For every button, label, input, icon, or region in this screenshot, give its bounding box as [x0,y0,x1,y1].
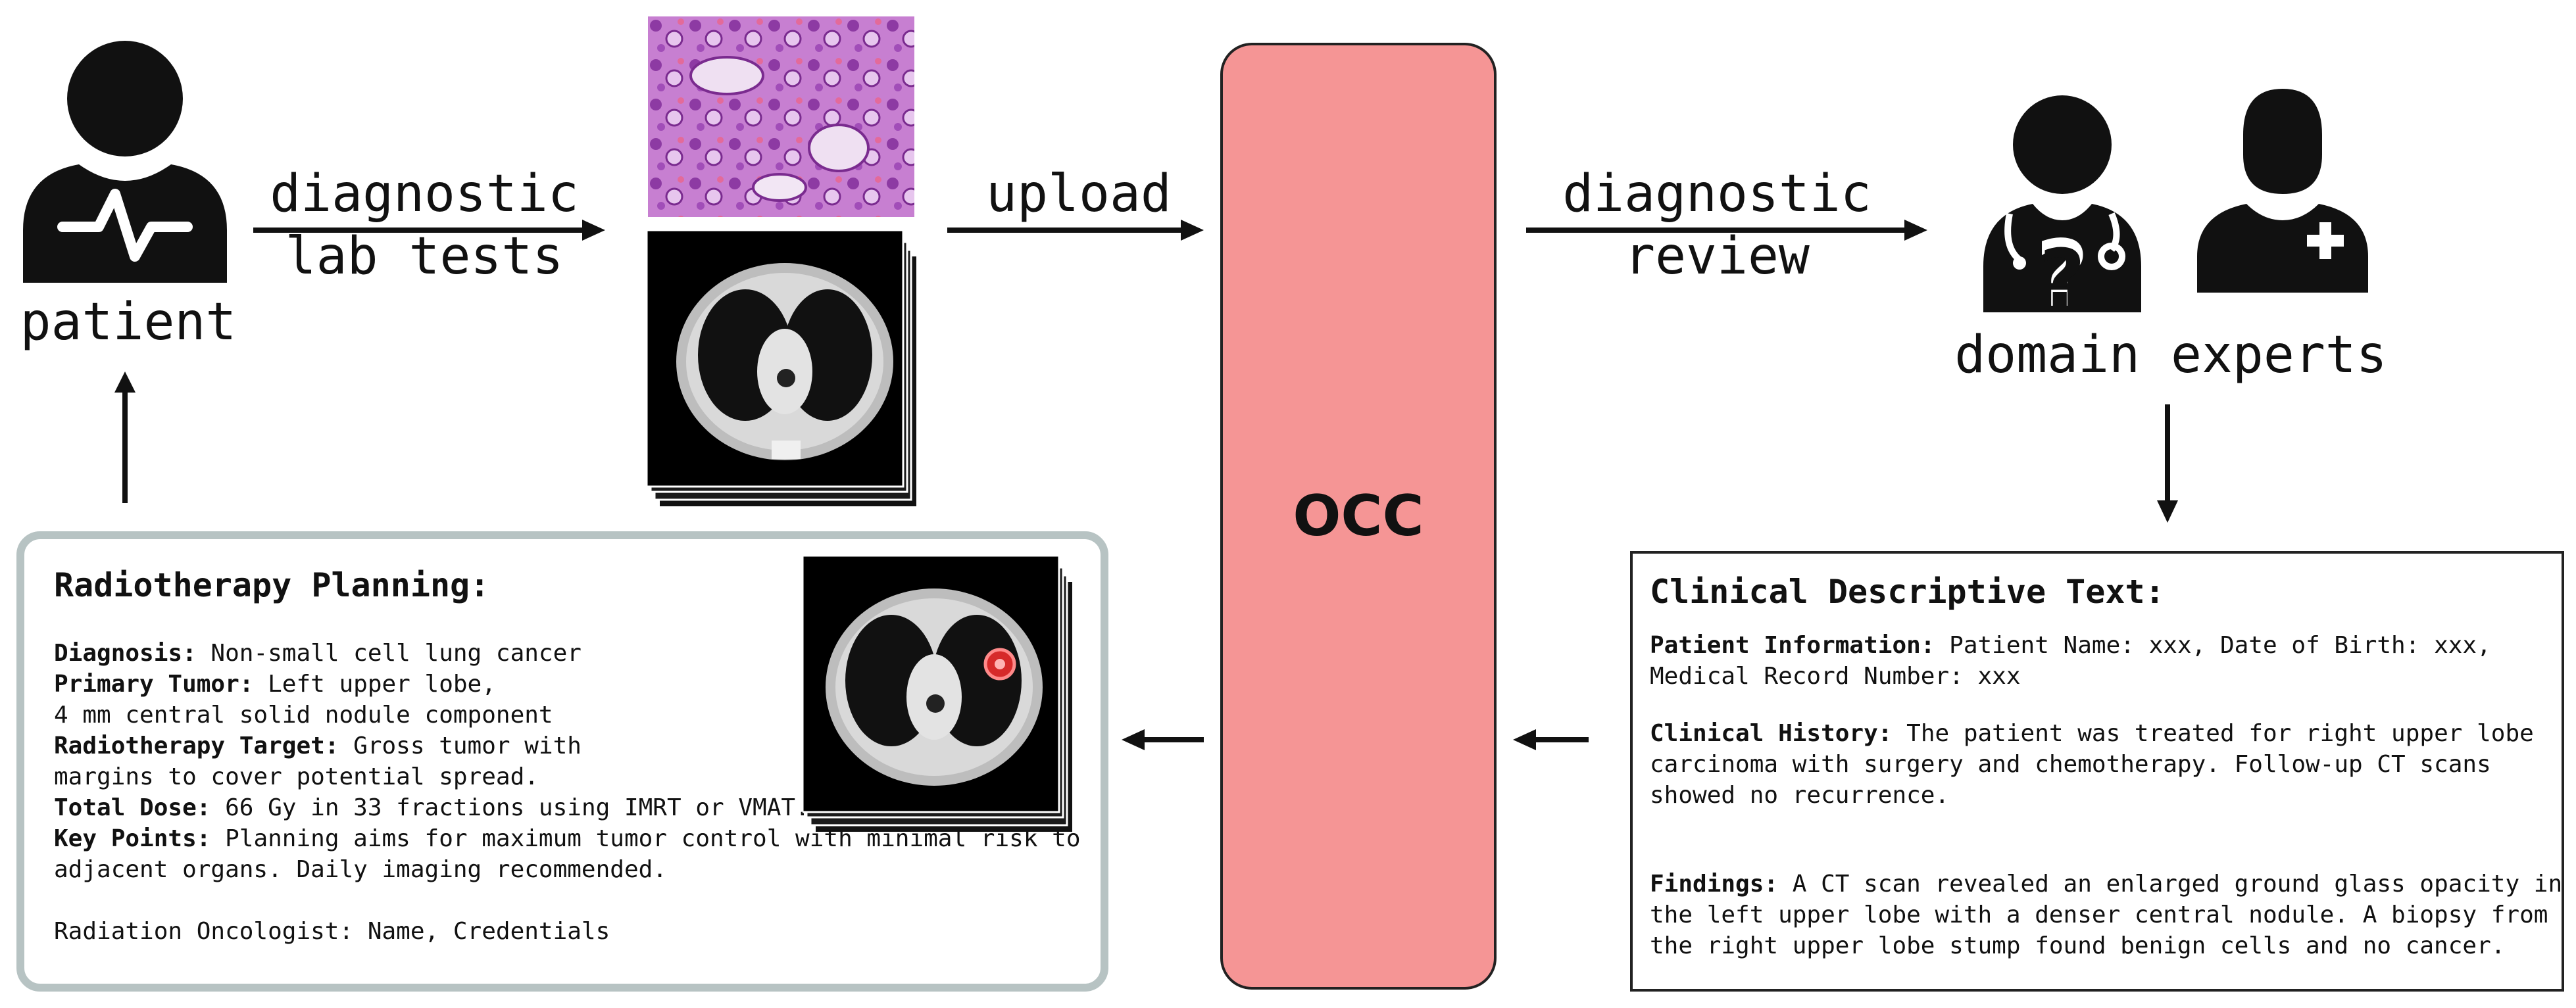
target-text: Gross tumor with [339,732,582,759]
arrow-occ-to-radio [1122,727,1204,753]
findings-text: A CT scan revealed an enlarged ground gl… [1778,871,2563,898]
target-text-2: margins to cover potential spread. [54,763,539,790]
patient-icon [16,39,234,283]
arrow-occ-to-experts [1526,217,1927,243]
diagnosis-text: Non-small cell lung cancer [196,640,582,667]
radio-title: Radiotherapy Planning: [54,566,490,604]
edge-label-upload: upload [986,164,1172,224]
nurse-plus-icon [2191,82,2375,299]
arrow-clinical-to-occ [1513,727,1589,753]
patient-info-text: Patient Name: xxx, Date of Birth: xxx, [1935,632,2491,659]
findings-text-2: the left upper lobe with a denser centra… [1650,901,2548,928]
tumor-label: Primary Tumor: [54,671,254,698]
edge-label-diagnostic-review-2: review [1624,227,1810,286]
ct-scan-tumor-stack [803,556,1072,832]
dose-label: Total Dose: [54,794,211,821]
clinical-findings: Findings: A CT scan revealed an enlarged… [1650,869,2562,961]
edge-label-diagnostic-review-1: diagnostic [1562,164,1871,224]
tumor-text-2: 4 mm central solid nodule component [54,702,553,729]
arrow-radio-to-patient [112,372,138,503]
history-text-3: showed no recurrence. [1650,782,1950,809]
arrow-tests-to-occ [947,217,1204,243]
tumor-text: Left upper lobe, [253,671,496,698]
key-points-label: Key Points: [54,825,211,852]
history-text-2: carcinoma with surgery and chemotherapy.… [1650,751,2491,778]
clinical-title: Clinical Descriptive Text: [1650,573,2165,611]
experts-label: domain experts [1954,325,2387,385]
arrow-experts-to-clinical [2154,404,2181,523]
svg-text:?: ? [2035,221,2089,319]
ct-scan-stack [647,230,916,506]
history-text: The patient was treated for right upper … [1892,720,2534,747]
radio-details: Diagnosis: Non-small cell lung cancer Pr… [54,638,1081,947]
occ-label: OCC [1293,483,1424,549]
doctor-question-icon: ? ? [1980,89,2144,319]
findings-label: Findings: [1650,871,1779,898]
clinical-history: Clinical History: The patient was treate… [1650,718,2544,811]
dose-text: 66 Gy in 33 fractions using IMRT or VMAT… [211,794,810,821]
svg-text:?: ? [2039,233,2085,319]
patient-label: patient [20,293,237,352]
patient-info-label: Patient Information: [1650,632,1935,659]
key-points-text-2: adjacent organs. Daily imaging recommend… [54,856,667,883]
edge-label-lab-tests: lab tests [285,227,564,286]
edge-label-diagnostic: diagnostic [270,164,579,224]
target-label: Radiotherapy Target: [54,732,339,759]
occ-block [1220,43,1497,990]
clinical-text-box: Clinical Descriptive Text: Patient Infor… [1630,551,2564,992]
patient-info-text-2: Medical Record Number: xxx [1650,663,2021,690]
signature-line: Radiation Oncologist: Name, Credentials [54,918,610,945]
findings-text-3: the right upper lobe stump found benign … [1650,932,2506,959]
history-label: Clinical History: [1650,720,1893,747]
arrow-patient-to-tests [253,217,605,243]
diagnosis-label: Diagnosis: [54,640,197,667]
clinical-patient-info: Patient Information: Patient Name: xxx, … [1650,630,2544,692]
histology-image [648,16,914,217]
